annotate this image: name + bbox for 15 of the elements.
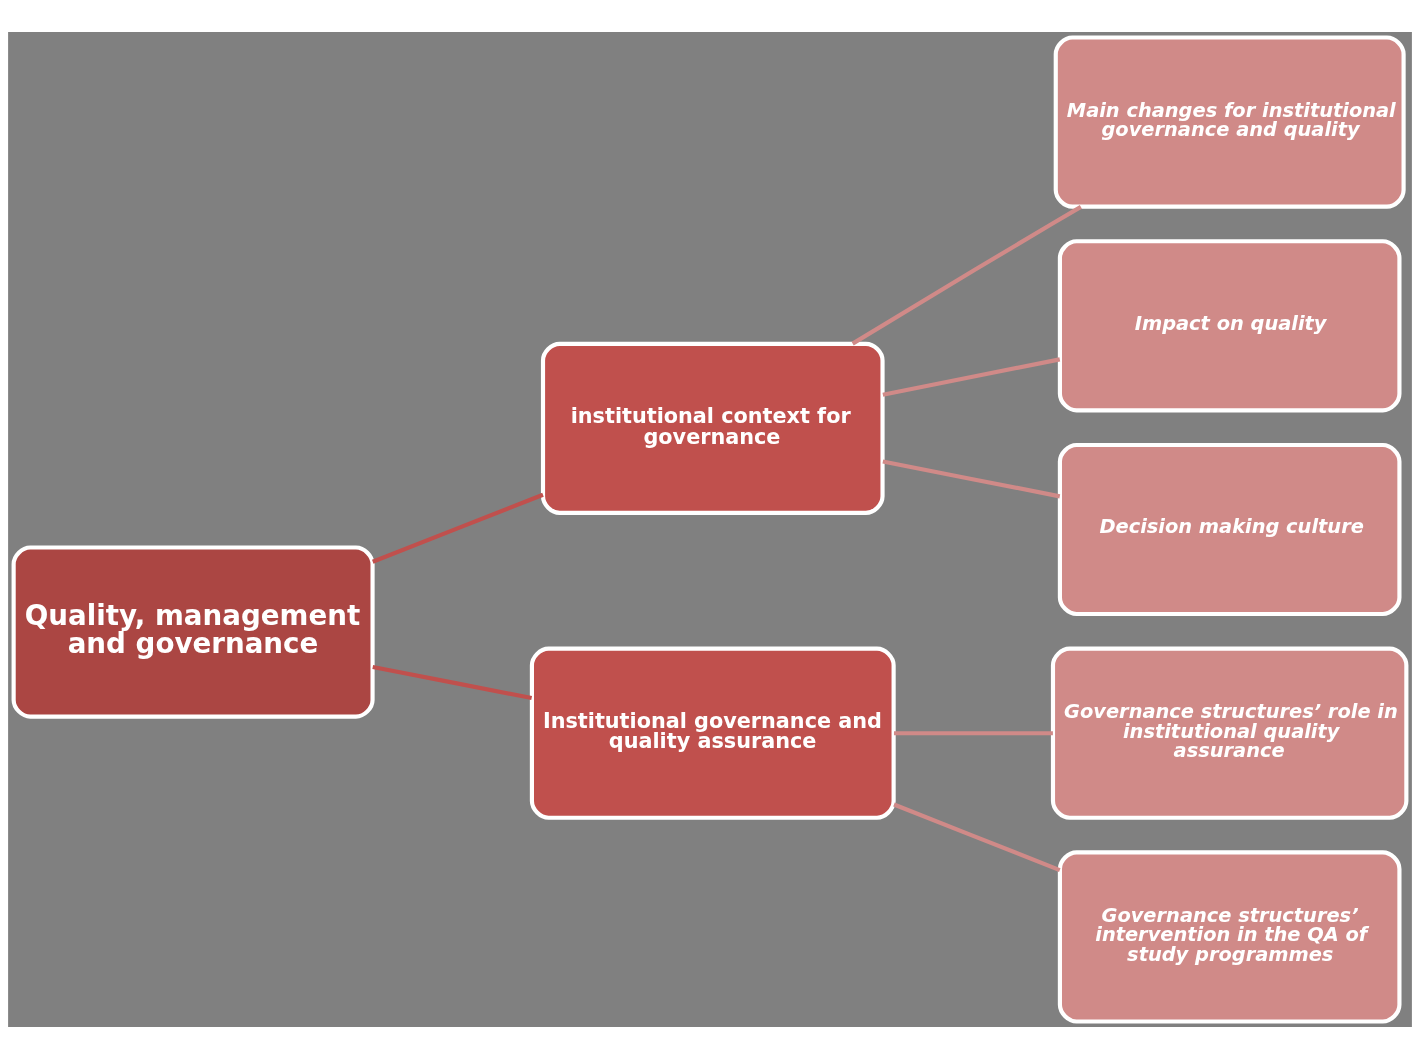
node-box: Impact on quality xyxy=(1057,238,1402,412)
node-box: institutional context for governance xyxy=(540,341,885,515)
connector xyxy=(893,802,1061,872)
node-box: Decision making culture xyxy=(1057,442,1402,616)
connector xyxy=(851,204,1082,345)
node-box: Institutional governance and quality assurance xyxy=(529,646,896,820)
node-box: Governance structures’ intervention in the QA of study programmes xyxy=(1057,849,1402,1024)
connector xyxy=(371,492,544,564)
connector xyxy=(894,730,1053,735)
node-box: Quality, management and governance xyxy=(11,544,375,719)
connector xyxy=(882,459,1061,498)
node-box: Governance structures’ role in institutional quality assurance xyxy=(1050,646,1409,820)
connector xyxy=(882,356,1061,397)
node-box: Main changes for institutional governance and quality xyxy=(1053,34,1406,209)
connector xyxy=(372,664,533,700)
